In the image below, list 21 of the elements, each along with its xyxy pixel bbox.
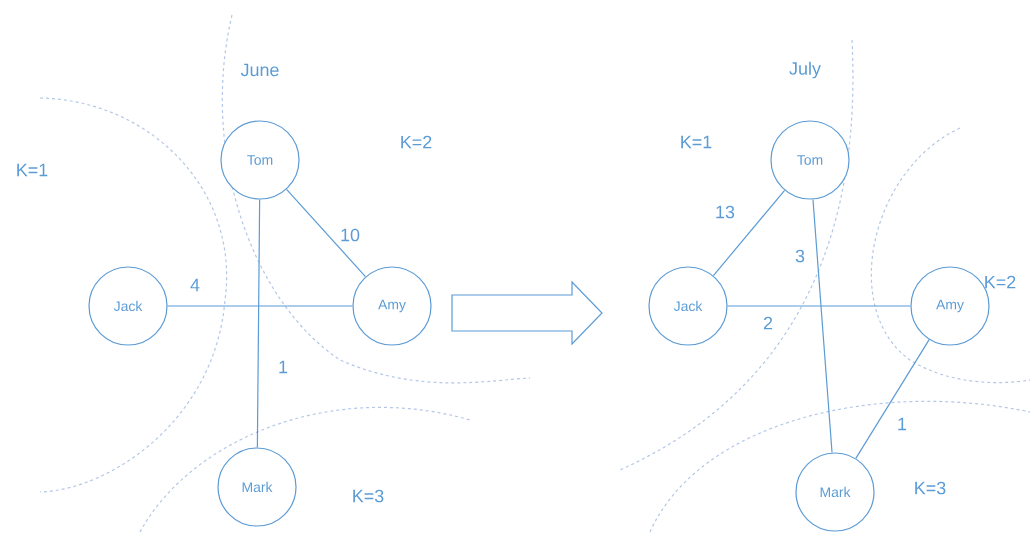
edge-label: 10 (341, 228, 360, 242)
connector-line (855, 339, 930, 459)
connector-line (285, 188, 367, 278)
region-label: K=2 (401, 135, 432, 149)
edge-label: 2 (763, 316, 773, 330)
edge-label: 1 (279, 360, 288, 374)
region-label: K=3 (353, 489, 384, 503)
connector-line (712, 189, 786, 277)
region-label: July (789, 61, 821, 79)
edge-label: 1 (898, 417, 907, 431)
region-label: June (240, 63, 279, 77)
edge-label: 13 (716, 205, 735, 219)
region-label: K=1 (681, 135, 712, 149)
connector-line (167, 305, 353, 307)
edge-label: 4 (190, 278, 200, 292)
edge-label: 3 (795, 249, 805, 263)
region-label: K=1 (17, 163, 48, 177)
connector-line (256, 199, 261, 448)
connector-line (812, 198, 833, 454)
region-label: K=3 (915, 481, 946, 495)
connector-line (727, 305, 911, 307)
